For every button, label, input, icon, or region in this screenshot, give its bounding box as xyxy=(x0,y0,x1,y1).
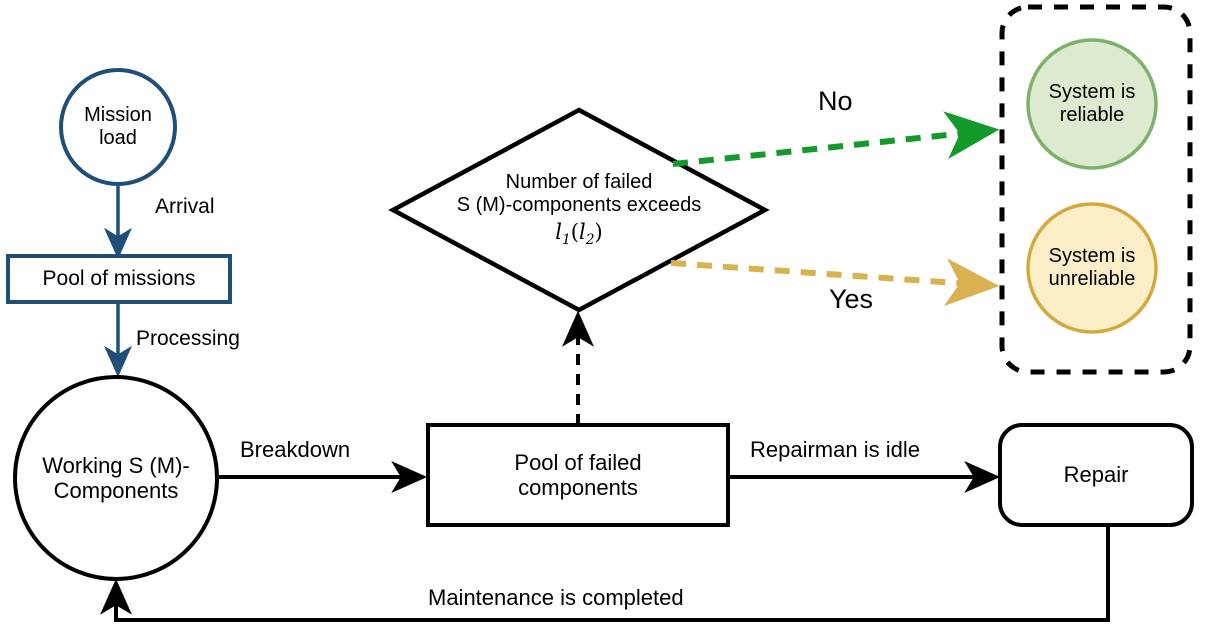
edge-label-maintenance-completed: Maintenance is completed xyxy=(428,585,684,610)
pool-of-missions-box[interactable] xyxy=(6,254,232,304)
decision-diamond[interactable] xyxy=(388,107,770,313)
maintenance-completed-arrow xyxy=(100,525,1110,622)
edge-label-repairman-idle: Repairman is idle xyxy=(750,437,920,462)
edge-label-breakdown: Breakdown xyxy=(240,437,351,462)
system-reliable-circle[interactable] xyxy=(1026,38,1158,170)
edge-label-arrival: Arrival xyxy=(155,195,215,218)
edge-label-no: No xyxy=(818,86,853,116)
edge-label-yes: Yes xyxy=(829,284,874,314)
repair-box[interactable] xyxy=(998,423,1194,527)
no-branch-arrow xyxy=(672,111,1000,167)
working-components-circle[interactable] xyxy=(13,375,219,581)
edge-label-processing: Processing xyxy=(136,327,240,350)
mission-load-circle[interactable] xyxy=(59,68,177,186)
system-state-group-container xyxy=(999,4,1193,375)
yes-branch-arrow xyxy=(670,258,1000,307)
pool-failed-components-box[interactable] xyxy=(426,423,730,527)
system-unreliable-circle[interactable] xyxy=(1026,202,1158,334)
